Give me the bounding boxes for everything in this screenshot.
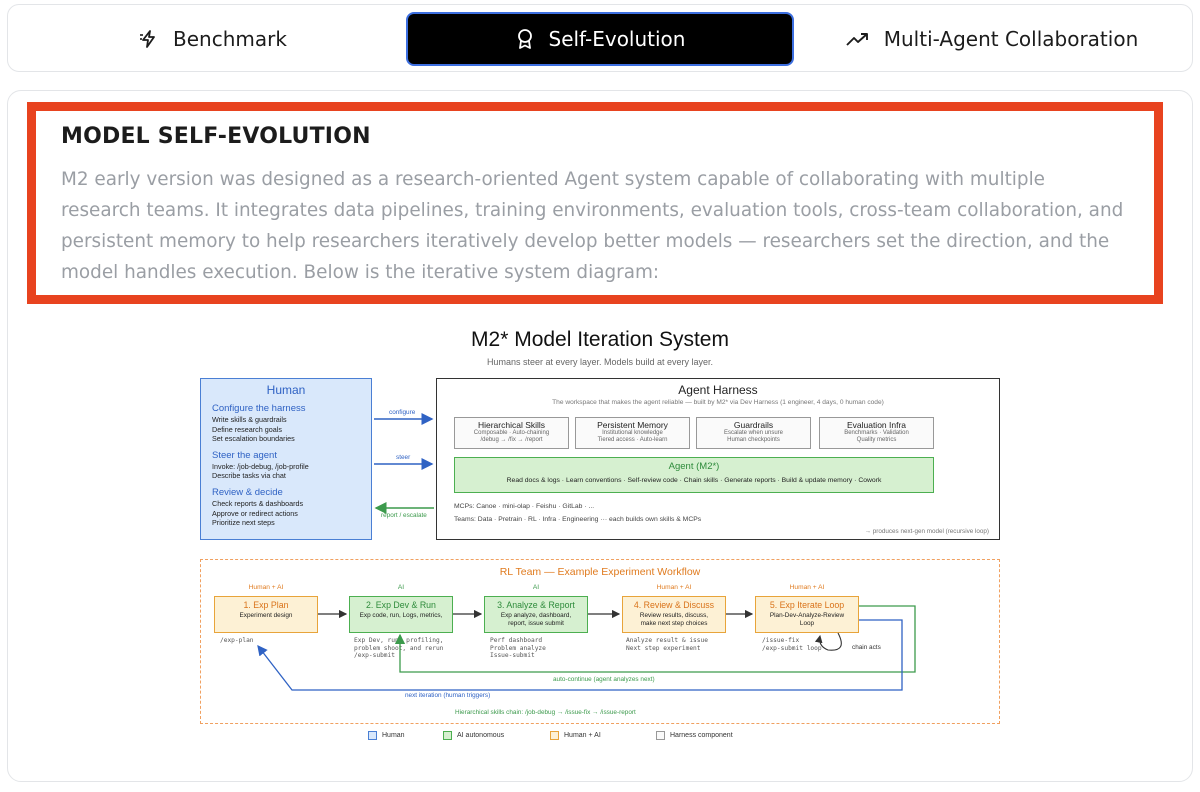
workflow-step: 2. Exp Dev & Run Exp code, run, Logs, me… xyxy=(349,596,453,633)
harness-component: Hierarchical Skills Composable · Auto-ch… xyxy=(454,417,569,449)
component-name: Persistent Memory xyxy=(597,420,668,430)
chain-acts-label: chain acts xyxy=(852,644,881,651)
legend-swatch xyxy=(656,731,665,740)
component-desc: Institutional knowledge xyxy=(602,430,663,436)
harness-component: Evaluation Infra Benchmarks · Validation… xyxy=(819,417,934,449)
highlight-frame xyxy=(27,102,1163,304)
step-command: /issue-fix /exp-submit loop xyxy=(762,637,822,652)
step-name: 5. Exp Iterate Loop xyxy=(769,600,845,610)
next-iteration-label: next iteration (human triggers) xyxy=(405,692,491,699)
section-title: MODEL SELF-EVOLUTION xyxy=(61,124,371,149)
tab-label: Self-Evolution xyxy=(548,27,686,51)
award-icon xyxy=(517,29,532,49)
skills-chain-label: Hierarchical skills chain: /job-debug → … xyxy=(455,709,636,716)
human-item: Invoke: /job-debug, /job-profile xyxy=(212,461,309,471)
human-item: Set escalation boundaries xyxy=(212,434,295,444)
human-item: Define research goals xyxy=(212,424,282,434)
legend-label: Harness component xyxy=(670,732,733,739)
step-command: /exp-plan xyxy=(220,637,254,644)
lightning-icon xyxy=(140,30,155,48)
agent-name: Agent (M2*) xyxy=(668,461,720,472)
legend-item: Human + AI xyxy=(550,731,601,740)
step-command: Analyze result & issue Next step experim… xyxy=(626,637,708,652)
diagram-subtitle: Humans steer at every layer. Models buil… xyxy=(486,357,714,367)
tab-self-evolution[interactable]: Self-Evolution xyxy=(406,12,794,66)
component-desc: Human checkpoints xyxy=(727,437,780,443)
produces-note: → produces next-gen model (recursive loo… xyxy=(864,528,989,535)
legend-item: AI autonomous xyxy=(443,731,504,740)
step-desc: Exp analyze, dashboard, report, issue su… xyxy=(500,612,572,627)
human-item: Approve or redirect actions xyxy=(212,508,298,518)
human-title: Human xyxy=(266,383,306,397)
workflow-step: 1. Exp Plan Experiment design xyxy=(214,596,318,633)
mcps-line: MCPs: Canoe · mini-olap · Feishu · GitLa… xyxy=(454,503,595,510)
teams-line: Teams: Data · Pretrain · RL · Infra · En… xyxy=(454,516,702,523)
step-desc: Plan-Dev-Analyze-Review Loop xyxy=(769,612,845,627)
legend-swatch xyxy=(368,731,377,740)
step-desc: Experiment design xyxy=(239,612,293,619)
human-box: Human Configure the harness Write skills… xyxy=(200,378,372,540)
legend-label: AI autonomous xyxy=(457,732,505,739)
steer-label: steer xyxy=(396,454,411,461)
tab-label: Multi-Agent Collaboration xyxy=(883,27,1139,51)
component-desc: Composable · Auto-chaining xyxy=(473,430,550,436)
workflow-step: 4. Review & Discuss Review results, disc… xyxy=(622,596,726,633)
legend-label: Human + AI xyxy=(564,732,601,739)
step-desc: Review results, discuss, make next step … xyxy=(639,612,709,627)
component-desc: Tiered access · Auto-learn xyxy=(597,437,668,443)
workflow-step: 5. Exp Iterate Loop Plan-Dev-Analyze-Rev… xyxy=(755,596,859,633)
diagram-title: M2* Model Iteration System xyxy=(471,328,729,351)
configure-label: configure xyxy=(389,409,416,416)
agent-desc: Read docs & logs · Learn conventions · S… xyxy=(506,477,882,484)
human-item: Check reports & dashboards xyxy=(212,498,304,508)
human-item: Prioritize next steps xyxy=(212,518,275,528)
legend-item: Human xyxy=(368,731,405,740)
component-desc: Escalate when unsure xyxy=(723,430,784,436)
human-group-title: Steer the agent xyxy=(212,449,277,461)
step-desc: Exp code, run, Logs, metrics, xyxy=(359,612,443,619)
component-name: Evaluation Infra xyxy=(846,420,907,430)
component-name: Hierarchical Skills xyxy=(477,420,546,430)
step-owner: AI xyxy=(397,584,405,591)
agent-harness-box: Agent Harness The workspace that makes t… xyxy=(436,378,1000,540)
agent-box: Agent (M2*) Read docs & logs · Learn con… xyxy=(454,457,934,493)
tab-label: Benchmark xyxy=(173,27,287,51)
step-name: 3. Analyze & Report xyxy=(497,600,575,610)
step-owner: AI xyxy=(532,584,540,591)
component-desc: Benchmarks · Validation xyxy=(844,430,909,436)
auto-continue-label: auto-continue (agent analyzes next) xyxy=(553,676,655,683)
legend-swatch xyxy=(443,731,452,740)
tab-benchmark[interactable]: Benchmark xyxy=(18,12,408,66)
tab-bar: Benchmark Self-Evolution Multi-Agent Col… xyxy=(7,4,1193,72)
component-desc: Quality metrics xyxy=(856,437,897,443)
legend-swatch xyxy=(550,731,559,740)
harness-component: Persistent Memory Institutional knowledg… xyxy=(575,417,690,449)
legend-item: Harness component xyxy=(656,731,733,740)
step-owner: Human + AI xyxy=(789,584,825,591)
human-group-title: Review & decide xyxy=(212,486,283,498)
tab-multi-agent-collaboration[interactable]: Multi-Agent Collaboration xyxy=(794,12,1190,66)
harness-title: Agent Harness xyxy=(678,383,758,397)
component-name: Guardrails xyxy=(733,420,774,430)
step-owner: Human + AI xyxy=(248,584,284,591)
workflow-title: RL Team — Example Experiment Workflow xyxy=(499,566,701,578)
step-name: 2. Exp Dev & Run xyxy=(366,600,436,610)
step-name: 1. Exp Plan xyxy=(243,600,289,610)
component-desc: /debug → /fix → /report xyxy=(480,437,543,443)
step-owner: Human + AI xyxy=(656,584,692,591)
step-command: Perf dashboard Problem analyze Issue-sub… xyxy=(490,637,546,660)
legend-label: Human xyxy=(382,732,405,739)
step-command: Exp Dev, run, profiling, problem shoot, … xyxy=(354,637,444,660)
trending-up-icon xyxy=(846,33,868,46)
human-group-title: Configure the harness xyxy=(212,403,306,414)
workflow-step: 3. Analyze & Report Exp analyze, dashboa… xyxy=(484,596,588,633)
harness-component: Guardrails Escalate when unsure Human ch… xyxy=(696,417,811,449)
human-item: Write skills & guardrails xyxy=(212,415,287,424)
step-name: 4. Review & Discuss xyxy=(633,600,715,610)
rl-workflow-box: RL Team — Example Experiment Workflow xyxy=(200,559,1000,724)
harness-subtitle: The workspace that makes the agent relia… xyxy=(552,399,884,406)
report-label: report / escalate xyxy=(381,512,427,519)
human-item: Describe tasks via chat xyxy=(212,471,286,481)
section-description: M2 early version was designed as a resea… xyxy=(61,169,1124,283)
